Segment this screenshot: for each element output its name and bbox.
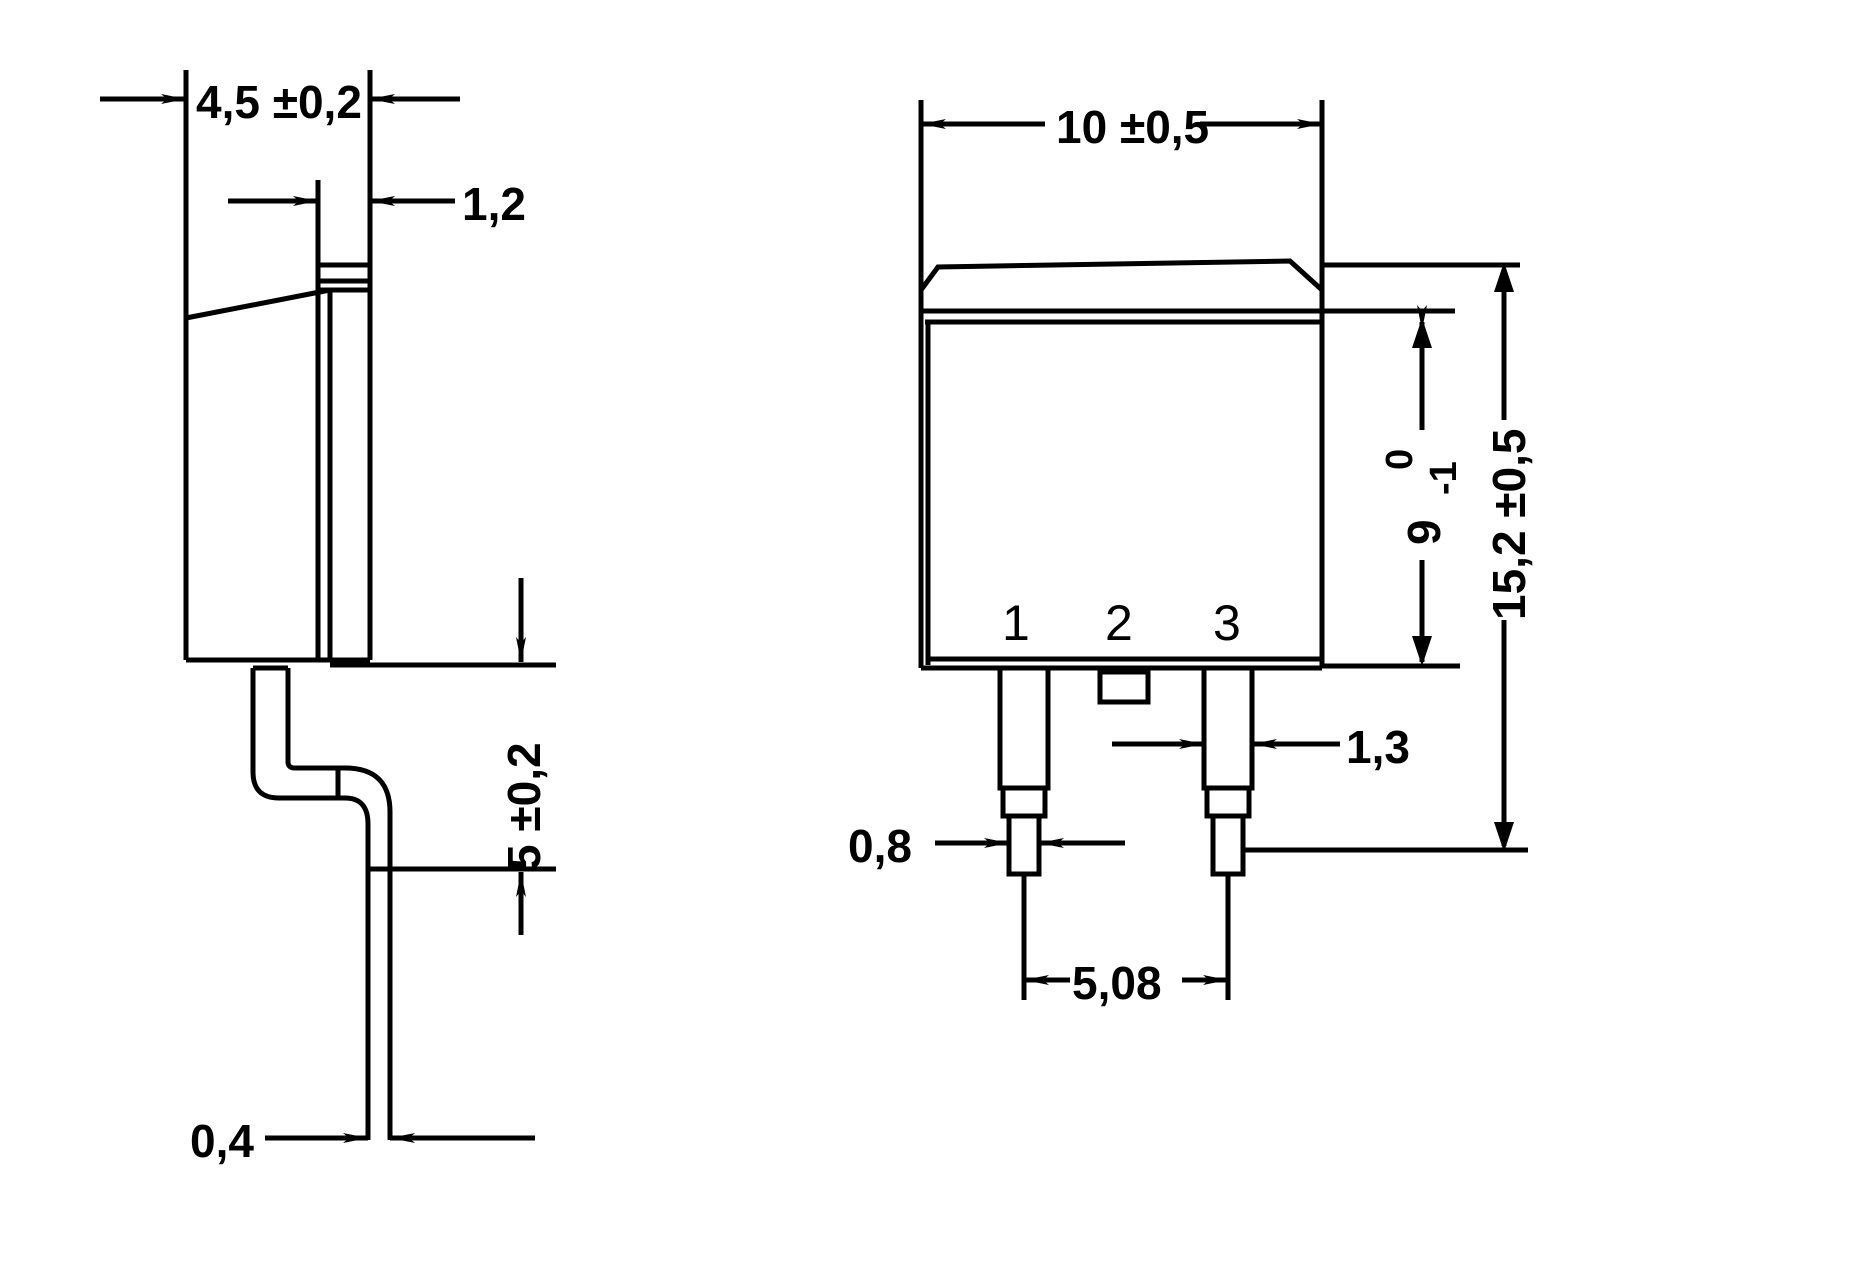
dim-side-body-width: 4,5 ±0,2 — [100, 76, 460, 128]
side-view-body-outline — [183, 70, 333, 663]
dim-front-body-width: 10 ±0,5 — [918, 100, 1325, 153]
dim-lead-tip-width-label: 0,8 — [848, 820, 912, 872]
side-view-lead — [250, 665, 393, 1140]
dim-body-height-tol-lower-label: -1 — [1423, 461, 1465, 495]
dim-front-body-width-label: 10 ±0,5 — [1056, 101, 1209, 153]
dim-body-height-tol-upper-label: 0 — [1379, 449, 1421, 470]
pin-number-1: 1 — [1002, 595, 1030, 651]
dim-lead-thickness: 0,4 — [190, 1115, 535, 1167]
dim-lead-pitch: 5,08 — [1021, 930, 1231, 1009]
dim-overall-height-label: 15,2 ±0,5 — [1483, 428, 1535, 620]
dim-body-height: 9 0 -1 — [1322, 305, 1465, 666]
dim-standoff-height: 5 ±0,2 — [368, 578, 556, 935]
side-view-tab-outline — [315, 70, 373, 663]
front-view-group: 1 2 3 — [918, 100, 1460, 1000]
dim-lead-thickness-label: 0,4 — [190, 1115, 254, 1167]
dim-tab-thickness: 1,2 — [228, 178, 526, 230]
side-view-group — [183, 70, 556, 1140]
dim-lead-pitch-label: 5,08 — [1072, 957, 1162, 1009]
pin-number-2: 2 — [1105, 595, 1133, 651]
dim-lead-tip-width: 0,8 — [848, 820, 1125, 872]
pin-number-3: 3 — [1213, 595, 1241, 651]
front-view-lead-2-tab — [1097, 669, 1151, 705]
dim-side-body-width-label: 4,5 ±0,2 — [196, 76, 362, 128]
dim-tab-thickness-label: 1,2 — [462, 178, 526, 230]
front-view-body-outline — [918, 100, 1325, 671]
dim-standoff-height-label: 5 ±0,2 — [498, 742, 550, 870]
dim-overall-height: 15,2 ±0,5 — [1245, 262, 1535, 853]
dim-lead-width: 1,3 — [1112, 721, 1410, 773]
dim-lead-width-label: 1,3 — [1346, 721, 1410, 773]
dim-body-height-value-label: 9 — [1398, 519, 1450, 545]
